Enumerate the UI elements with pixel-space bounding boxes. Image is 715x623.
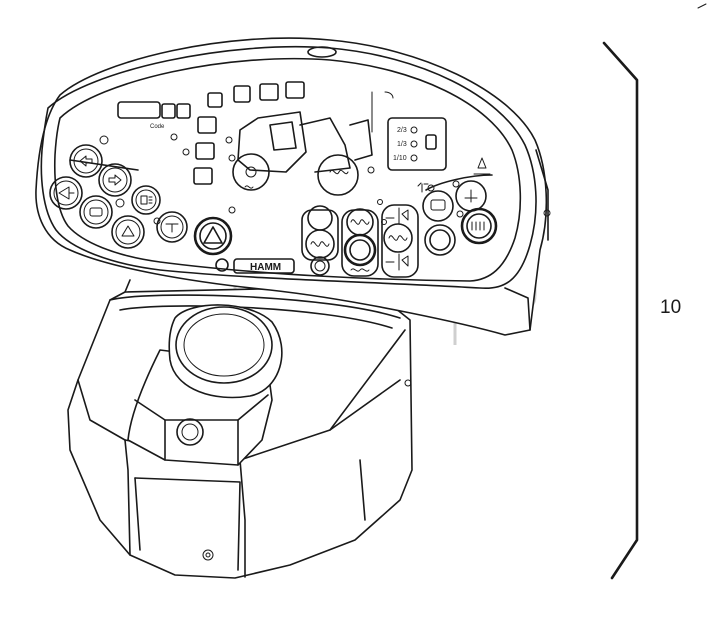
vib-auto-button[interactable] <box>310 256 330 276</box>
callout-number: 10 <box>660 297 681 318</box>
speed-range-2: 1/3 <box>397 141 407 148</box>
beacon-button[interactable] <box>111 215 145 249</box>
speed-range-selector: 2/3 1/3 1/10 <box>367 117 447 174</box>
callout-bracket <box>602 41 639 580</box>
water-spray-button[interactable] <box>422 190 454 222</box>
speed-range-1: 2/3 <box>397 127 407 134</box>
light-button[interactable] <box>131 185 161 215</box>
joystick-grip <box>127 304 283 466</box>
brand-badge-text: HAMM <box>250 262 281 273</box>
button-cluster-right <box>417 157 498 256</box>
vibration-icon <box>165 223 179 233</box>
heating-button[interactable] <box>460 207 498 245</box>
housing-mount-hole <box>202 549 214 561</box>
speed-range-led-1 <box>410 126 418 134</box>
hazard-icon <box>203 226 223 244</box>
badge-dot <box>215 258 229 272</box>
warning-light-icon <box>473 157 491 175</box>
brand-badge <box>233 258 295 274</box>
corner-mark <box>697 3 707 9</box>
rear-drum <box>317 154 359 196</box>
hazard-button[interactable] <box>193 216 233 256</box>
housing-screw-hole <box>404 379 412 387</box>
vibration-controls <box>301 199 419 278</box>
vib-small-amplitude-button[interactable] <box>305 229 335 259</box>
headlight-icon <box>140 195 153 205</box>
vib-rear-button[interactable] <box>383 223 413 253</box>
speed-range-led-3 <box>410 154 418 162</box>
arrow-right-button[interactable] <box>98 163 132 197</box>
speed-range-led-2 <box>410 140 418 148</box>
roller-pictogram <box>193 81 394 196</box>
control-panel: Code <box>49 81 498 278</box>
vibration-button[interactable] <box>156 211 188 243</box>
beacon-icon <box>121 225 135 237</box>
code-label: Code <box>150 124 165 130</box>
arrow-left-button[interactable] <box>69 144 103 178</box>
frame-top-knob <box>307 46 337 58</box>
fuel-icon <box>425 134 437 150</box>
front-drum <box>232 153 270 191</box>
arrow-left-icon <box>79 155 93 167</box>
vib-on-button[interactable] <box>343 233 377 267</box>
wave-icon <box>310 241 330 247</box>
stop-button[interactable] <box>424 224 456 256</box>
hydraulic-icon <box>89 207 103 217</box>
speed-range-3: 1/10 <box>393 155 407 162</box>
display-window <box>117 101 161 119</box>
callout: 10 <box>602 3 707 580</box>
button-cluster-left <box>49 144 236 249</box>
grip-bolt-hole <box>176 418 204 446</box>
horn-icon <box>58 186 75 200</box>
drum-split-icon <box>385 207 409 225</box>
hydraulic-button[interactable] <box>79 195 113 229</box>
arrow-right-icon <box>108 174 122 186</box>
seat-icon <box>417 182 429 193</box>
horn-button[interactable] <box>49 176 83 210</box>
